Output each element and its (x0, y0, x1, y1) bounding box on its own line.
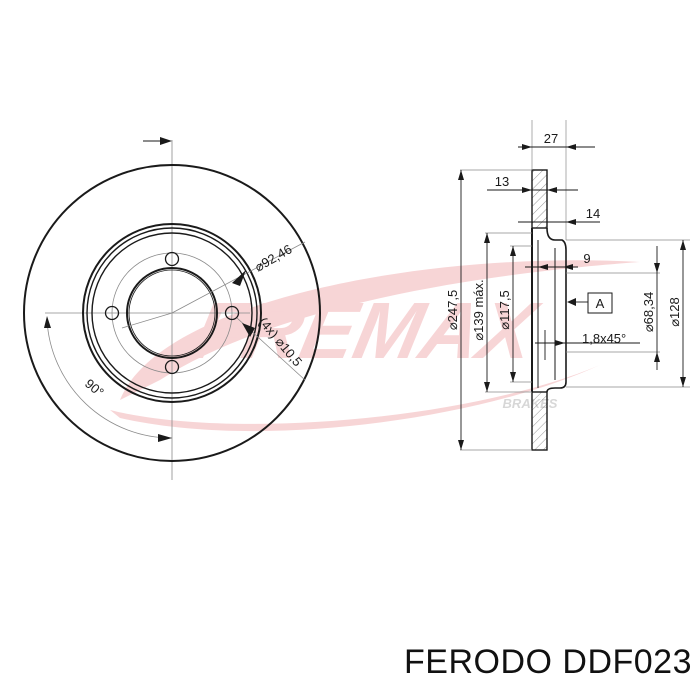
dim-center-bore: ⌀68,34 (641, 292, 656, 332)
disc-section-upper (531, 169, 548, 229)
bolt-hole (104, 305, 120, 321)
angle-label: 90° (82, 376, 107, 400)
dim-outer-diameter: ⌀247,5 (445, 290, 460, 330)
side-view (458, 120, 690, 451)
bolt-hole (164, 359, 180, 375)
datum-label: A (596, 296, 605, 311)
part-caption: FERODO DDF023 (404, 643, 692, 681)
watermark-sub-text: BRAKES (503, 396, 558, 411)
dim-hat-diameter: ⌀128 (667, 297, 682, 327)
dim-hub-offset: 9 (583, 251, 590, 266)
dim-max-diameter: ⌀139 máx. (471, 279, 486, 340)
disc-outer-edge (23, 164, 321, 462)
fremax-watermark: FREMAX BRAKES (110, 260, 640, 432)
bolt-hole (164, 251, 180, 267)
dim-hub-diameter: ⌀117,5 (497, 290, 512, 329)
dim-disc-thickness: 13 (495, 174, 509, 189)
chamfer-label: 1,8x45° (582, 331, 626, 346)
bolt-hole (224, 305, 240, 321)
datum-box (587, 292, 613, 314)
section-arrow-icon (160, 137, 172, 145)
dim-total-thickness: 27 (544, 131, 558, 146)
dim-min-thickness: 14 (586, 206, 600, 221)
bolt-circle-diameter-label: ⌀92,46 (252, 241, 294, 274)
center-bore (126, 267, 218, 359)
front-view (23, 137, 321, 480)
disc-section-lower (531, 391, 548, 451)
